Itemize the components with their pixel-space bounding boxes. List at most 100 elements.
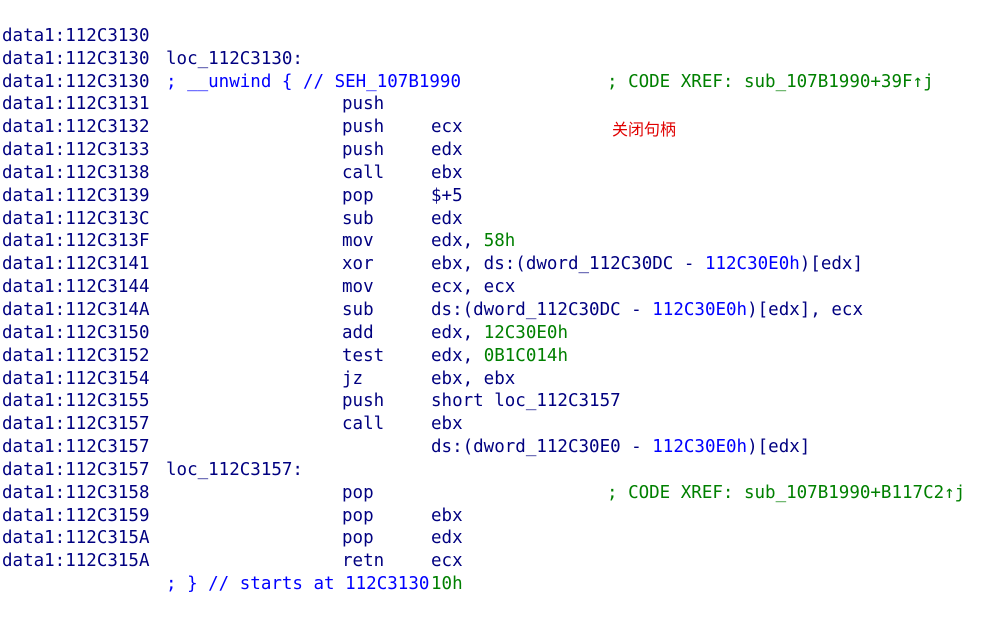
listing-line[interactable]: data1:112C3132 push ebx bbox=[2, 93, 463, 183]
line-address[interactable]: data1:112C315A bbox=[2, 551, 150, 572]
listing-line[interactable]: data1:112C3152 jz short loc_112C3157 bbox=[2, 322, 621, 412]
line-address[interactable]: data1:112C3133 bbox=[2, 140, 150, 161]
mnemonic[interactable]: pop bbox=[342, 482, 374, 503]
code-label[interactable]: loc_112C3157: bbox=[166, 459, 303, 480]
operand-expression-tail[interactable]: )[edx] bbox=[799, 254, 863, 275]
operands[interactable]: edx, 58h bbox=[431, 230, 515, 253]
operand-expression[interactable]: ebx, ds:(dword_112C30DC - bbox=[431, 254, 705, 275]
listing-line[interactable]: data1:112C315A retn 10h bbox=[2, 505, 463, 594]
line-address[interactable]: data1:112C3131 bbox=[2, 94, 150, 115]
listing-line[interactable]: data1:112C313F xor ecx, ecx bbox=[2, 208, 515, 297]
operands[interactable]: ecx bbox=[431, 117, 463, 138]
mnemonic[interactable]: pop bbox=[342, 505, 374, 526]
operands[interactable]: ecx bbox=[431, 551, 463, 572]
operand-symbol[interactable]: 112C30E0h bbox=[652, 437, 748, 458]
code-label[interactable]: loc_112C3130: bbox=[166, 48, 303, 69]
operand-register[interactable]: edx, bbox=[431, 322, 484, 343]
listing-line[interactable]: data1:112C3138 pop edx bbox=[2, 139, 463, 229]
operands[interactable]: ebx bbox=[431, 505, 463, 526]
line-address[interactable]: data1:112C3138 bbox=[2, 162, 150, 183]
operands[interactable]: ebx bbox=[431, 414, 463, 435]
line-address[interactable]: data1:112C315A bbox=[2, 528, 150, 549]
operands[interactable]: ds:(dword_112C30E0 - 112C30E0h)[edx] bbox=[431, 436, 810, 459]
mnemonic[interactable]: push bbox=[342, 117, 385, 138]
listing-line[interactable]: data1:112C3131 push edx bbox=[2, 71, 463, 160]
line-address[interactable]: data1:112C3130 bbox=[2, 48, 150, 69]
line-address[interactable]: data1:112C3139 bbox=[2, 185, 150, 206]
line-address[interactable]: data1:112C3141 bbox=[2, 254, 150, 275]
mnemonic[interactable]: push bbox=[342, 391, 385, 412]
operands[interactable]: edx bbox=[431, 140, 463, 161]
operand-expression-tail[interactable]: )[edx], ecx bbox=[747, 299, 863, 320]
listing-line[interactable]: data1:112C313C mov ebx, ds:(dword_112C30… bbox=[2, 185, 863, 275]
mnemonic[interactable]: sub bbox=[342, 208, 374, 229]
operands[interactable]: ebx, ds:(dword_112C30DC - 112C30E0h)[edx… bbox=[431, 253, 863, 276]
xref-comment[interactable]: ; CODE XREF: sub_107B1990+B117C2↑j bbox=[607, 482, 966, 503]
mnemonic[interactable]: push bbox=[342, 94, 385, 115]
listing-line[interactable]: data1:112C3130 ; __unwind { // SEH_107B1… bbox=[2, 25, 461, 92]
mnemonic[interactable]: call bbox=[342, 162, 385, 183]
jump-target[interactable]: short loc_112C3157 bbox=[431, 391, 621, 412]
mnemonic[interactable]: mov bbox=[342, 231, 374, 252]
line-address[interactable]: data1:112C3159 bbox=[2, 505, 150, 526]
operand-immediate[interactable]: 58h bbox=[483, 231, 516, 252]
line-address[interactable]: data1:112C314A bbox=[2, 299, 150, 320]
operand-immediate[interactable]: 10h bbox=[431, 574, 463, 595]
listing-line[interactable]: data1:112C3144 sub edx, 12C30E0h bbox=[2, 253, 568, 343]
operands[interactable]: edx bbox=[431, 528, 463, 549]
listing-line[interactable]: data1:112C315A ; } // starts at 112C3130 bbox=[2, 527, 429, 594]
mnemonic[interactable]: test bbox=[342, 345, 385, 366]
operands[interactable]: ecx, ecx bbox=[431, 277, 516, 298]
mnemonic[interactable]: add bbox=[342, 322, 374, 343]
operand-immediate[interactable]: 12C30E0h bbox=[483, 322, 568, 343]
mnemonic[interactable]: jz bbox=[342, 368, 364, 389]
listing-line[interactable]: data1:112C3141 mov ds:(dword_112C30DC - … bbox=[2, 230, 863, 320]
line-address[interactable]: data1:112C3150 bbox=[2, 322, 150, 343]
mnemonic[interactable]: mov bbox=[342, 277, 374, 298]
listing-line[interactable]: data1:112C3157 pop ebx bbox=[2, 436, 463, 526]
line-address[interactable]: data1:112C313C bbox=[2, 208, 150, 229]
operand-immediate[interactable]: 0B1C014h bbox=[483, 345, 568, 366]
mnemonic[interactable]: call bbox=[342, 414, 385, 435]
operand-symbol[interactable]: 112C30E0h bbox=[704, 254, 800, 275]
xref-comment[interactable]: ; CODE XREF: sub_107B1990+39F↑j bbox=[607, 71, 934, 92]
operands[interactable]: edx, 12C30E0h bbox=[431, 322, 568, 345]
mnemonic[interactable]: sub bbox=[342, 299, 374, 320]
listing-line[interactable]: data1:112C3157 bbox=[2, 390, 150, 434]
mnemonic[interactable]: push bbox=[342, 140, 385, 161]
mnemonic[interactable]: pop bbox=[342, 528, 374, 549]
operands[interactable]: edx, 0B1C014h bbox=[431, 345, 568, 368]
mnemonic[interactable]: xor bbox=[342, 254, 374, 275]
operands[interactable]: ebx, ebx bbox=[431, 368, 516, 389]
operand-expression[interactable]: ds:(dword_112C30DC - bbox=[431, 299, 653, 320]
line-address[interactable]: data1:112C3132 bbox=[2, 117, 150, 138]
line-address[interactable]: data1:112C3154 bbox=[2, 368, 150, 389]
listing-line[interactable]: data1:112C3158 pop edx bbox=[2, 459, 463, 549]
listing-line[interactable]: data1:112C3150 test ebx, ebx bbox=[2, 299, 515, 389]
line-address[interactable]: data1:112C3158 bbox=[2, 482, 150, 503]
operands[interactable]: edx bbox=[431, 208, 463, 229]
listing-line[interactable]: data1:112C314A add edx, 0B1C014h bbox=[2, 276, 568, 366]
operand-expression-tail[interactable]: )[edx] bbox=[747, 437, 811, 458]
listing-line[interactable]: data1:112C3130 loc_112C3130: ; CODE XREF… bbox=[2, 2, 934, 92]
operand-register[interactable]: edx, bbox=[431, 345, 484, 366]
line-address[interactable]: data1:112C3157 bbox=[2, 414, 150, 435]
line-address[interactable]: data1:112C3157 bbox=[2, 459, 150, 480]
operand-register[interactable]: edx, bbox=[431, 231, 484, 252]
line-address[interactable]: data1:112C3152 bbox=[2, 345, 150, 366]
listing-line[interactable]: data1:112C3130 push ecx bbox=[2, 48, 463, 138]
listing-line[interactable]: data1:112C3133 call $+5 bbox=[2, 116, 463, 206]
line-address[interactable]: data1:112C3130 bbox=[2, 25, 150, 46]
mnemonic[interactable]: retn bbox=[342, 551, 385, 572]
operand-symbol[interactable]: 112C30E0h bbox=[652, 299, 748, 320]
listing-line[interactable]: data1:112C3139 sub edx, 58h bbox=[2, 162, 515, 252]
line-address[interactable]: data1:112C313F bbox=[2, 231, 150, 252]
operand-expression[interactable]: ds:(dword_112C30E0 - bbox=[431, 437, 653, 458]
listing-line[interactable]: data1:112C3159 pop ecx bbox=[2, 482, 463, 572]
operands[interactable]: ebx bbox=[431, 162, 463, 183]
line-address[interactable]: data1:112C3144 bbox=[2, 277, 150, 298]
line-address[interactable]: data1:112C3130 bbox=[2, 71, 150, 92]
listing-line[interactable]: data1:112C3155 call ds:(dword_112C30E0 -… bbox=[2, 368, 810, 457]
operands[interactable]: $+5 bbox=[431, 185, 463, 206]
listing-line[interactable]: data1:112C3154 push ebx bbox=[2, 345, 463, 435]
